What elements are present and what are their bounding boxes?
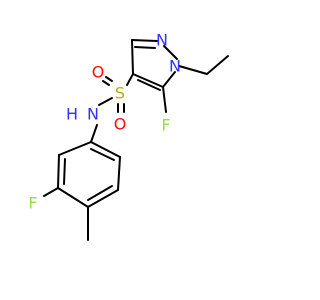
- bond-c4-c5-inner: [137, 79, 161, 91]
- bond-ring-2-3-inner: [63, 158, 66, 185]
- bond-nh-c1: [90, 124, 98, 143]
- atom-n1: N: [169, 57, 181, 76]
- atom-o1: O: [92, 63, 105, 82]
- molecule-structure: N N S O O N H F F: [28, 31, 229, 241]
- bond-s-o1-b: [102, 80, 110, 86]
- atom-f-pyrazole: F: [161, 116, 170, 135]
- bond-ring-4-5: [87, 189, 119, 208]
- bond-ring-3-4: [57, 187, 89, 208]
- bonds: [43, 39, 229, 241]
- bond-ring-5-6: [117, 156, 121, 191]
- atom-labels: N N S O O N H F F: [28, 31, 181, 213]
- bond-n2-c3: [131, 39, 158, 42]
- bond-c3-c4: [131, 39, 134, 75]
- atom-s: S: [115, 84, 125, 103]
- bond-ethyl-ch3-ch2: [206, 55, 229, 75]
- bond-c5-f: [162, 86, 167, 113]
- bond-c4-c5: [132, 73, 164, 88]
- bond-s-nh: [98, 97, 113, 106]
- bond-c4-s: [126, 73, 134, 86]
- bond-s-o1-a: [105, 76, 113, 82]
- atom-o2: O: [114, 115, 127, 134]
- atom-f-aryl: F: [28, 194, 37, 213]
- bond-ring-1-2: [58, 141, 92, 156]
- bond-ring-2-3: [57, 154, 60, 189]
- atom-nh: N: [87, 105, 99, 124]
- bond-ring-6-1: [90, 141, 121, 158]
- bond-c5-n1: [162, 71, 176, 88]
- bond-ring-f: [43, 187, 59, 197]
- atom-h: H: [66, 105, 78, 124]
- bond-n2-c3-inner: [134, 46, 156, 49]
- bond-ring-4-5-inner: [87, 185, 113, 201]
- atom-n2: N: [156, 31, 168, 50]
- bond-ethyl-ch2-n1: [178, 65, 208, 75]
- bond-n1-n2: [163, 45, 178, 60]
- bond-ring-6-1-inner: [90, 148, 115, 161]
